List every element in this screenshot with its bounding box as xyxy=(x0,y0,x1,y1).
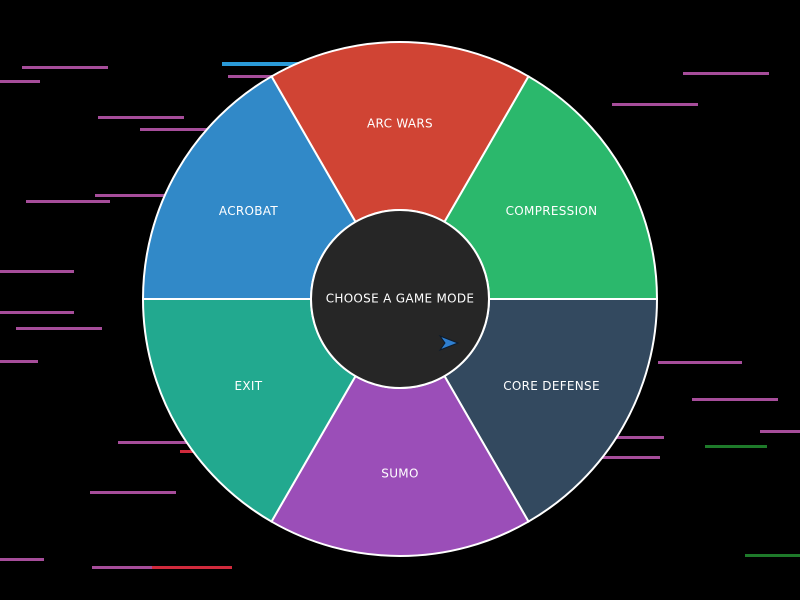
background-streak xyxy=(0,360,38,363)
background-streak xyxy=(0,270,74,273)
background-streak xyxy=(0,80,40,83)
background-streak xyxy=(92,566,154,569)
background-streak xyxy=(228,75,288,78)
background-streak xyxy=(222,62,302,66)
background-streak xyxy=(16,327,102,330)
background-streak xyxy=(140,128,210,131)
background-streak xyxy=(745,554,800,557)
background-streak xyxy=(0,558,44,561)
background-streak xyxy=(95,194,165,197)
background-streak xyxy=(683,72,769,75)
background-streak xyxy=(90,491,176,494)
background-streak xyxy=(602,456,660,459)
menu-title: CHOOSE A GAME MODE xyxy=(326,292,475,306)
background-streak xyxy=(658,361,742,364)
background-streak xyxy=(0,311,74,314)
background-streak xyxy=(705,445,767,448)
background-streak xyxy=(118,441,188,444)
background-streak xyxy=(600,436,664,439)
background-streak xyxy=(22,66,108,69)
background-streak xyxy=(760,430,800,433)
background-streak xyxy=(26,200,110,203)
background-streak xyxy=(152,566,232,569)
background-streak xyxy=(612,103,698,106)
arrow-cursor-icon xyxy=(438,334,460,352)
background-streak xyxy=(98,116,184,119)
background-streak xyxy=(692,398,778,401)
background-streak xyxy=(180,450,200,453)
